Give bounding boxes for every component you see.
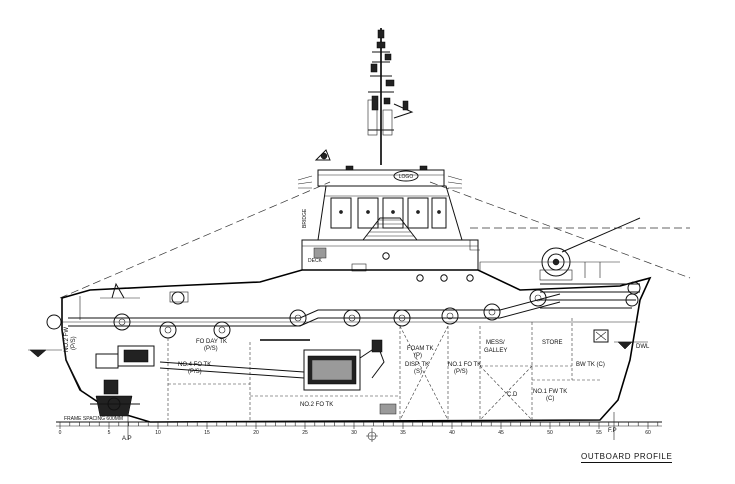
tire-fender-3	[213, 321, 231, 339]
frame-spacing-label: FRAME SPACING 600MM	[64, 416, 123, 422]
label-store: STORE	[542, 340, 563, 346]
aft-machinery	[95, 345, 155, 369]
frame-number-label: 40	[449, 430, 455, 436]
dwl-label: DWL	[636, 344, 650, 350]
frame-number-label: 10	[155, 430, 161, 436]
tire-fender-9	[529, 289, 547, 307]
porthole-2	[416, 274, 424, 282]
bow-thruster-icon	[593, 329, 609, 343]
deck-tag: DECK	[308, 258, 323, 264]
label-fo-day-tk-line1: FO DAY TK	[196, 339, 227, 345]
label-no1-fw-tk-line2: (C)	[546, 396, 554, 402]
sheer-guide-line-fwd	[429, 181, 691, 279]
label-mess-line2: GALLEY	[484, 348, 507, 354]
label-no2-fw-line2: (P/S)	[71, 336, 77, 350]
frame-number-label: 55	[596, 430, 602, 436]
ap-label: A.P	[122, 436, 132, 442]
label-no2-fw-line1: NO.2 FW	[64, 327, 70, 352]
frame-number-label: 60	[645, 430, 651, 436]
fender-belt	[46, 289, 561, 339]
logo-text: LOGO	[399, 174, 414, 180]
aft-deck-gear	[100, 282, 189, 305]
frame-number-label: 50	[547, 430, 553, 436]
tire-fender-7	[441, 307, 459, 325]
frame-number-label: 30	[351, 430, 357, 436]
bow-winch	[479, 217, 641, 281]
frame-scale: FRAME SPACING 600MM 0 5 10 15 20 25 30 35 40 45 50…	[56, 412, 662, 442]
frame-number-label: 0	[59, 430, 62, 436]
tire-fender-4	[289, 309, 307, 327]
porthole-4	[466, 274, 474, 282]
mast	[367, 28, 414, 165]
frame-ticks	[59, 422, 659, 429]
tire-fender-5	[343, 309, 361, 327]
label-no4-fo-tk-line2: (P/S)	[188, 369, 202, 375]
hull	[61, 269, 652, 423]
label-no4-fo-tk-line1: NO.4 FO TK	[178, 362, 211, 368]
bow-fenders	[540, 281, 641, 309]
frame-labels: 0 5 10 15 20 25 30 35 40 45 50 55 60	[59, 430, 651, 436]
deckhouse: DECK	[301, 239, 480, 282]
window-4	[407, 197, 429, 229]
label-no2-fo-tk: NO.2 FO TK	[300, 402, 333, 408]
main-engine	[159, 339, 385, 391]
fp-label: F.P	[608, 428, 617, 434]
flybridge: LOGO	[297, 149, 463, 189]
window-1	[330, 197, 352, 229]
deckhouse-door	[351, 263, 367, 272]
window-5	[431, 197, 447, 229]
midship-mark	[367, 431, 377, 441]
stern-tire	[46, 314, 62, 330]
label-no1-fo-tk-line1: NO.1 FO TK	[448, 362, 481, 368]
label-disp-tk-line2: (S)	[414, 369, 422, 375]
sheer-guide-line-aft	[59, 181, 331, 299]
porthole-1	[382, 252, 390, 260]
tire-fender-1	[113, 313, 131, 331]
tire-fender-8	[483, 303, 501, 321]
drawing-title: OUTBOARD PROFILE	[581, 452, 673, 463]
bridge-tag: BRIDGE	[302, 208, 308, 228]
porthole-3	[440, 274, 448, 282]
propulsion-unit	[90, 379, 140, 417]
label-no1-fo-tk-line2: (P/S)	[454, 369, 468, 375]
frame-number-label: 15	[204, 430, 210, 436]
label-fo-day-tk-line2: (P/S)	[204, 346, 218, 352]
label-mess-line1: MESS/	[486, 340, 505, 346]
compartment-labels: NO.2 FW (P/S) FO DAY TK (P/S) NO.4 FO TK…	[64, 327, 605, 408]
frame-number-label: 35	[400, 430, 406, 436]
label-bw-tk: BW TK (C)	[576, 362, 605, 368]
tire-fender-6	[393, 309, 411, 327]
label-cd: C.D	[507, 392, 518, 398]
label-foam-tk-line1: FOAM TK	[407, 346, 434, 352]
frame-number-label: 25	[302, 430, 308, 436]
label-disp-tk-line1: DISP. TK	[405, 362, 429, 368]
tire-fender-2	[159, 321, 177, 339]
label-no1-fw-tk-line1: NO.1 FW TK	[533, 389, 567, 395]
frame-number-label: 45	[498, 430, 504, 436]
label-foam-tk-line2: (P)	[414, 353, 422, 359]
window-2	[357, 197, 379, 229]
logo-badge	[393, 170, 419, 182]
frame-number-label: 5	[108, 430, 111, 436]
stair	[362, 217, 418, 241]
waterline-markers: DWL	[28, 341, 650, 358]
frame-number-label: 20	[253, 430, 259, 436]
wheelhouse: BRIDGE	[302, 185, 463, 241]
compartments	[167, 318, 600, 421]
